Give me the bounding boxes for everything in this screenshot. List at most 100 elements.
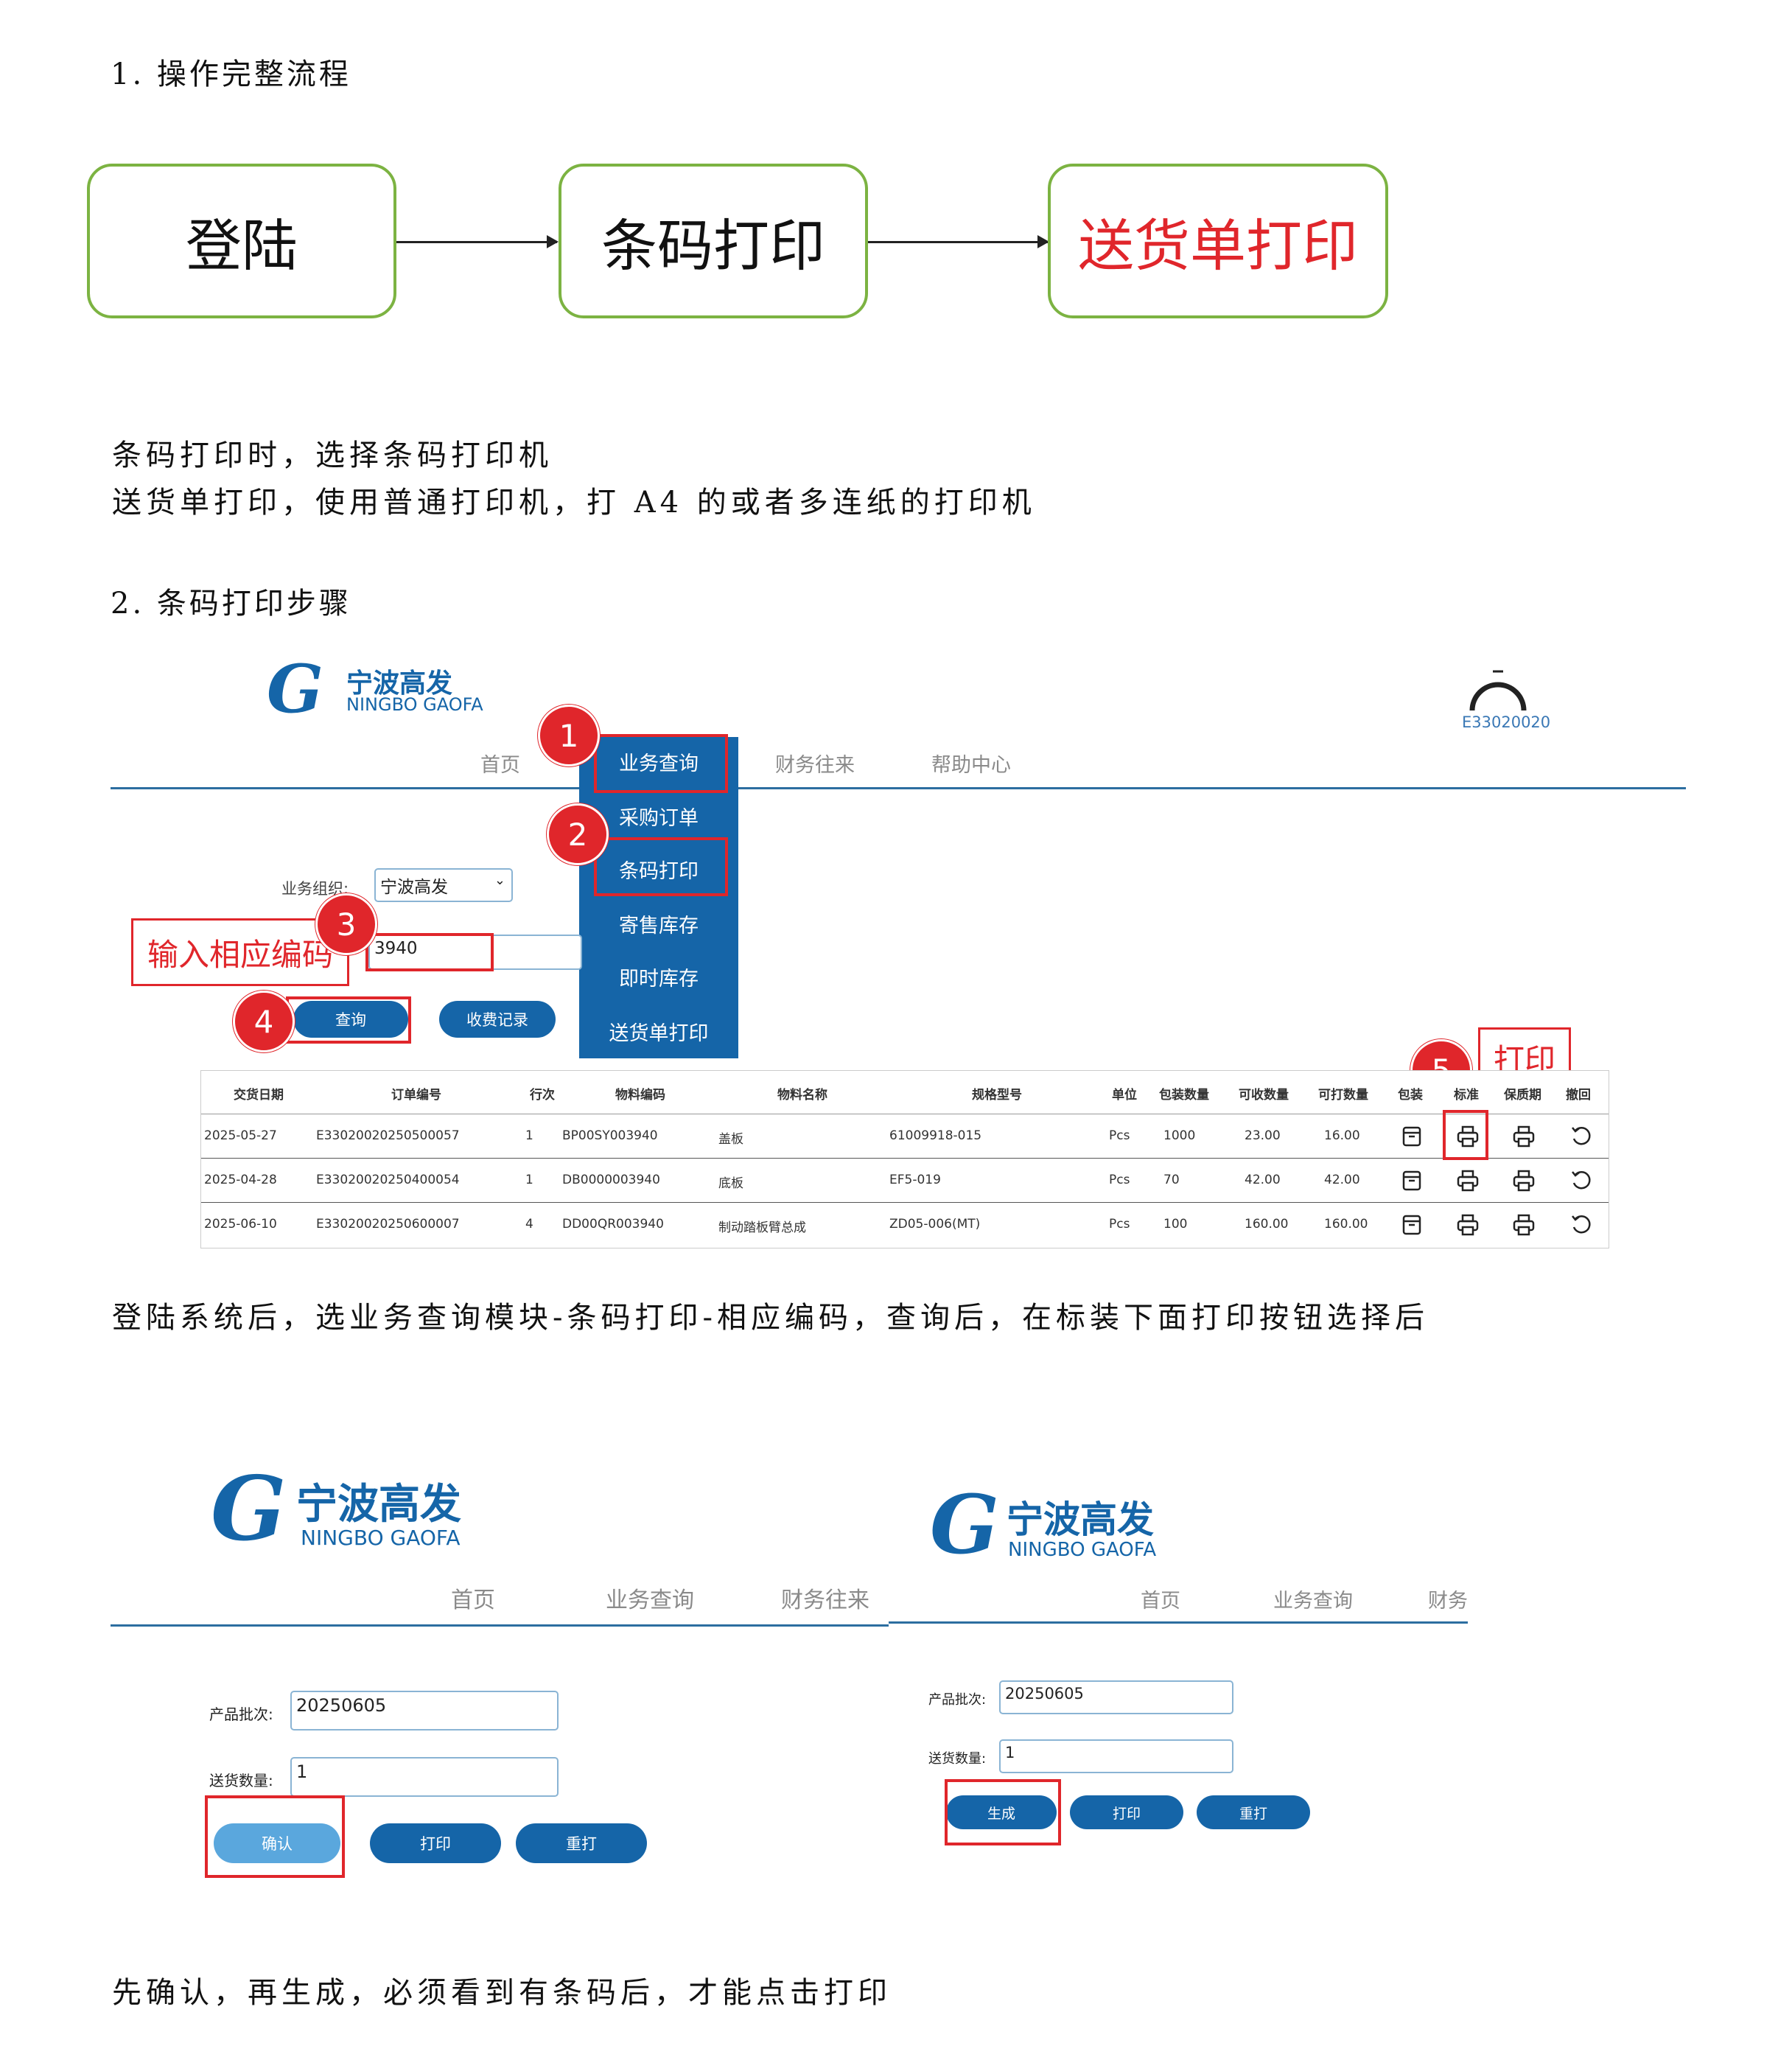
printer-icon[interactable] bbox=[1511, 1212, 1536, 1237]
nav-help[interactable]: 帮助中心 bbox=[931, 754, 1011, 777]
highlight-generate-button bbox=[945, 1779, 1061, 1845]
logo-en-2: NINGBO GAOFA bbox=[301, 1526, 461, 1550]
print-button-2-label: 打印 bbox=[420, 1835, 451, 1853]
table-cell: Pcs bbox=[1109, 1128, 1130, 1143]
qty-label-3: 送货数量: bbox=[928, 1751, 987, 1767]
logo-g-icon: G bbox=[267, 650, 323, 728]
section-1-heading: 1. 操作完整流程 bbox=[111, 57, 351, 91]
reprint-button-2-label: 重打 bbox=[566, 1835, 597, 1853]
printer-icon[interactable] bbox=[1511, 1124, 1536, 1149]
confirm-button[interactable]: 确认 bbox=[214, 1823, 340, 1863]
logo-cn: 宁波高发 bbox=[346, 668, 453, 699]
batch-input-3[interactable]: 20250605 bbox=[999, 1680, 1233, 1714]
highlight-barcode-print bbox=[594, 837, 728, 896]
qty-input-2[interactable]: 1 bbox=[290, 1757, 559, 1797]
printer-icon[interactable] bbox=[1455, 1124, 1480, 1149]
menu-purchase-order[interactable]: 采购订单 bbox=[619, 807, 699, 830]
printer-icon[interactable] bbox=[1455, 1212, 1480, 1237]
table-cell: 70 bbox=[1163, 1173, 1180, 1187]
reprint-button-3-label: 重打 bbox=[1239, 1805, 1267, 1822]
code-input-value: 3940 bbox=[374, 939, 418, 958]
logo-en: NINGBO GAOFA bbox=[346, 694, 483, 715]
nav3-finance[interactable]: 财务 bbox=[1428, 1590, 1468, 1613]
step-badge-3: 3 bbox=[315, 893, 377, 955]
nav3-home[interactable]: 首页 bbox=[1141, 1590, 1180, 1613]
table-cell: 61009918-015 bbox=[889, 1128, 982, 1143]
th-standard: 标准 bbox=[1454, 1088, 1479, 1103]
generate-button[interactable]: 生成 bbox=[946, 1795, 1057, 1829]
table-cell: EF5-019 bbox=[889, 1173, 941, 1187]
nav3-business[interactable]: 业务查询 bbox=[1273, 1590, 1353, 1613]
th-pack-qty: 包装数量 bbox=[1159, 1088, 1209, 1103]
th-shelf-life: 保质期 bbox=[1504, 1088, 1541, 1103]
generate-button-label: 生成 bbox=[987, 1805, 1015, 1822]
logo-g-icon-2: G bbox=[211, 1457, 287, 1561]
nav-home[interactable]: 首页 bbox=[480, 754, 520, 777]
print-button-3[interactable]: 打印 bbox=[1070, 1795, 1183, 1829]
printer-icon[interactable] bbox=[1455, 1168, 1480, 1193]
th-material-code: 物料编码 bbox=[615, 1088, 665, 1103]
reprint-button-3[interactable]: 重打 bbox=[1197, 1795, 1310, 1829]
table-row-divider bbox=[201, 1158, 1609, 1159]
org-select-value: 宁波高发 bbox=[380, 878, 448, 897]
org-select[interactable]: 宁波高发⌄ bbox=[374, 868, 513, 902]
package-icon[interactable] bbox=[1399, 1212, 1424, 1237]
menu-instant-stock[interactable]: 即时库存 bbox=[619, 968, 699, 991]
logo-g-icon-3: G bbox=[930, 1477, 999, 1572]
callout-input-code: 输入相应编码 bbox=[131, 918, 349, 986]
flow-arrow-2 bbox=[868, 235, 1049, 248]
qty-input-3[interactable]: 1 bbox=[999, 1739, 1233, 1773]
menu-business-query[interactable]: 业务查询 bbox=[619, 752, 699, 775]
table-cell: 底板 bbox=[718, 1176, 743, 1191]
undo-icon[interactable] bbox=[1569, 1212, 1594, 1237]
table-cell: 100 bbox=[1163, 1217, 1188, 1232]
table-cell: 42.00 bbox=[1245, 1173, 1281, 1187]
table-cell: 160.00 bbox=[1245, 1217, 1289, 1232]
print-button-2[interactable]: 打印 bbox=[370, 1823, 501, 1863]
table-cell: DB0000003940 bbox=[562, 1173, 660, 1187]
user-id: E33020020 bbox=[1462, 713, 1551, 731]
table-cell: 16.00 bbox=[1324, 1128, 1360, 1143]
undo-icon[interactable] bbox=[1569, 1124, 1594, 1149]
note-line-1: 条码打印时，选择条码打印机 bbox=[112, 439, 553, 472]
highlight-query-button bbox=[286, 996, 411, 1044]
flow-arrow-1 bbox=[396, 235, 559, 248]
query-button-label: 查询 bbox=[335, 1011, 366, 1029]
section-2-heading: 2. 条码打印步骤 bbox=[111, 587, 351, 621]
undo-icon[interactable] bbox=[1569, 1168, 1594, 1193]
receipt-record-button[interactable]: 收费记录 bbox=[439, 1001, 556, 1038]
package-icon[interactable] bbox=[1399, 1168, 1424, 1193]
highlight-confirm-button bbox=[205, 1795, 345, 1878]
logo-cn-2: 宁波高发 bbox=[296, 1481, 461, 1529]
step-badge-1: 1 bbox=[538, 705, 600, 766]
logo-cn-3: 宁波高发 bbox=[1007, 1498, 1154, 1541]
th-pack: 包装 bbox=[1398, 1088, 1423, 1103]
nav-finance[interactable]: 财务往来 bbox=[775, 754, 855, 777]
reprint-button-2[interactable]: 重打 bbox=[516, 1823, 647, 1863]
nav-underline bbox=[111, 787, 1686, 789]
package-icon[interactable] bbox=[1399, 1124, 1424, 1149]
table-cell: E33020020250600007 bbox=[316, 1217, 460, 1232]
nav2-finance[interactable]: 财务往来 bbox=[781, 1588, 869, 1613]
batch-input-2[interactable]: 20250605 bbox=[290, 1691, 559, 1731]
printer-icon[interactable] bbox=[1511, 1168, 1536, 1193]
qty-label-2: 送货数量: bbox=[209, 1772, 273, 1789]
th-order-no: 订单编号 bbox=[391, 1088, 441, 1103]
menu-barcode-print[interactable]: 条码打印 bbox=[619, 860, 699, 883]
menu-consign-stock[interactable]: 寄售库存 bbox=[619, 915, 699, 937]
table-cell: 制动踏板臂总成 bbox=[718, 1220, 806, 1235]
menu-delivery-print[interactable]: 送货单打印 bbox=[609, 1022, 709, 1045]
th-revoke: 撤回 bbox=[1566, 1088, 1591, 1103]
nav2-home[interactable]: 首页 bbox=[451, 1588, 495, 1613]
query-button[interactable]: 查询 bbox=[293, 1001, 408, 1038]
callout-input-code-text: 输入相应编码 bbox=[147, 936, 333, 973]
table-cell: 42.00 bbox=[1324, 1173, 1360, 1187]
flow-step-delivery-label: 送货单打印 bbox=[1078, 213, 1358, 279]
code-input[interactable]: 3940 bbox=[368, 935, 582, 970]
table-cell: BP00SY003940 bbox=[562, 1128, 658, 1143]
table-cell: 2025-05-27 bbox=[204, 1128, 277, 1143]
table-cell: 盖板 bbox=[718, 1132, 743, 1147]
table-cell: 160.00 bbox=[1324, 1217, 1368, 1232]
user-avatar-icon[interactable] bbox=[1466, 668, 1530, 712]
nav2-business[interactable]: 业务查询 bbox=[606, 1588, 694, 1613]
